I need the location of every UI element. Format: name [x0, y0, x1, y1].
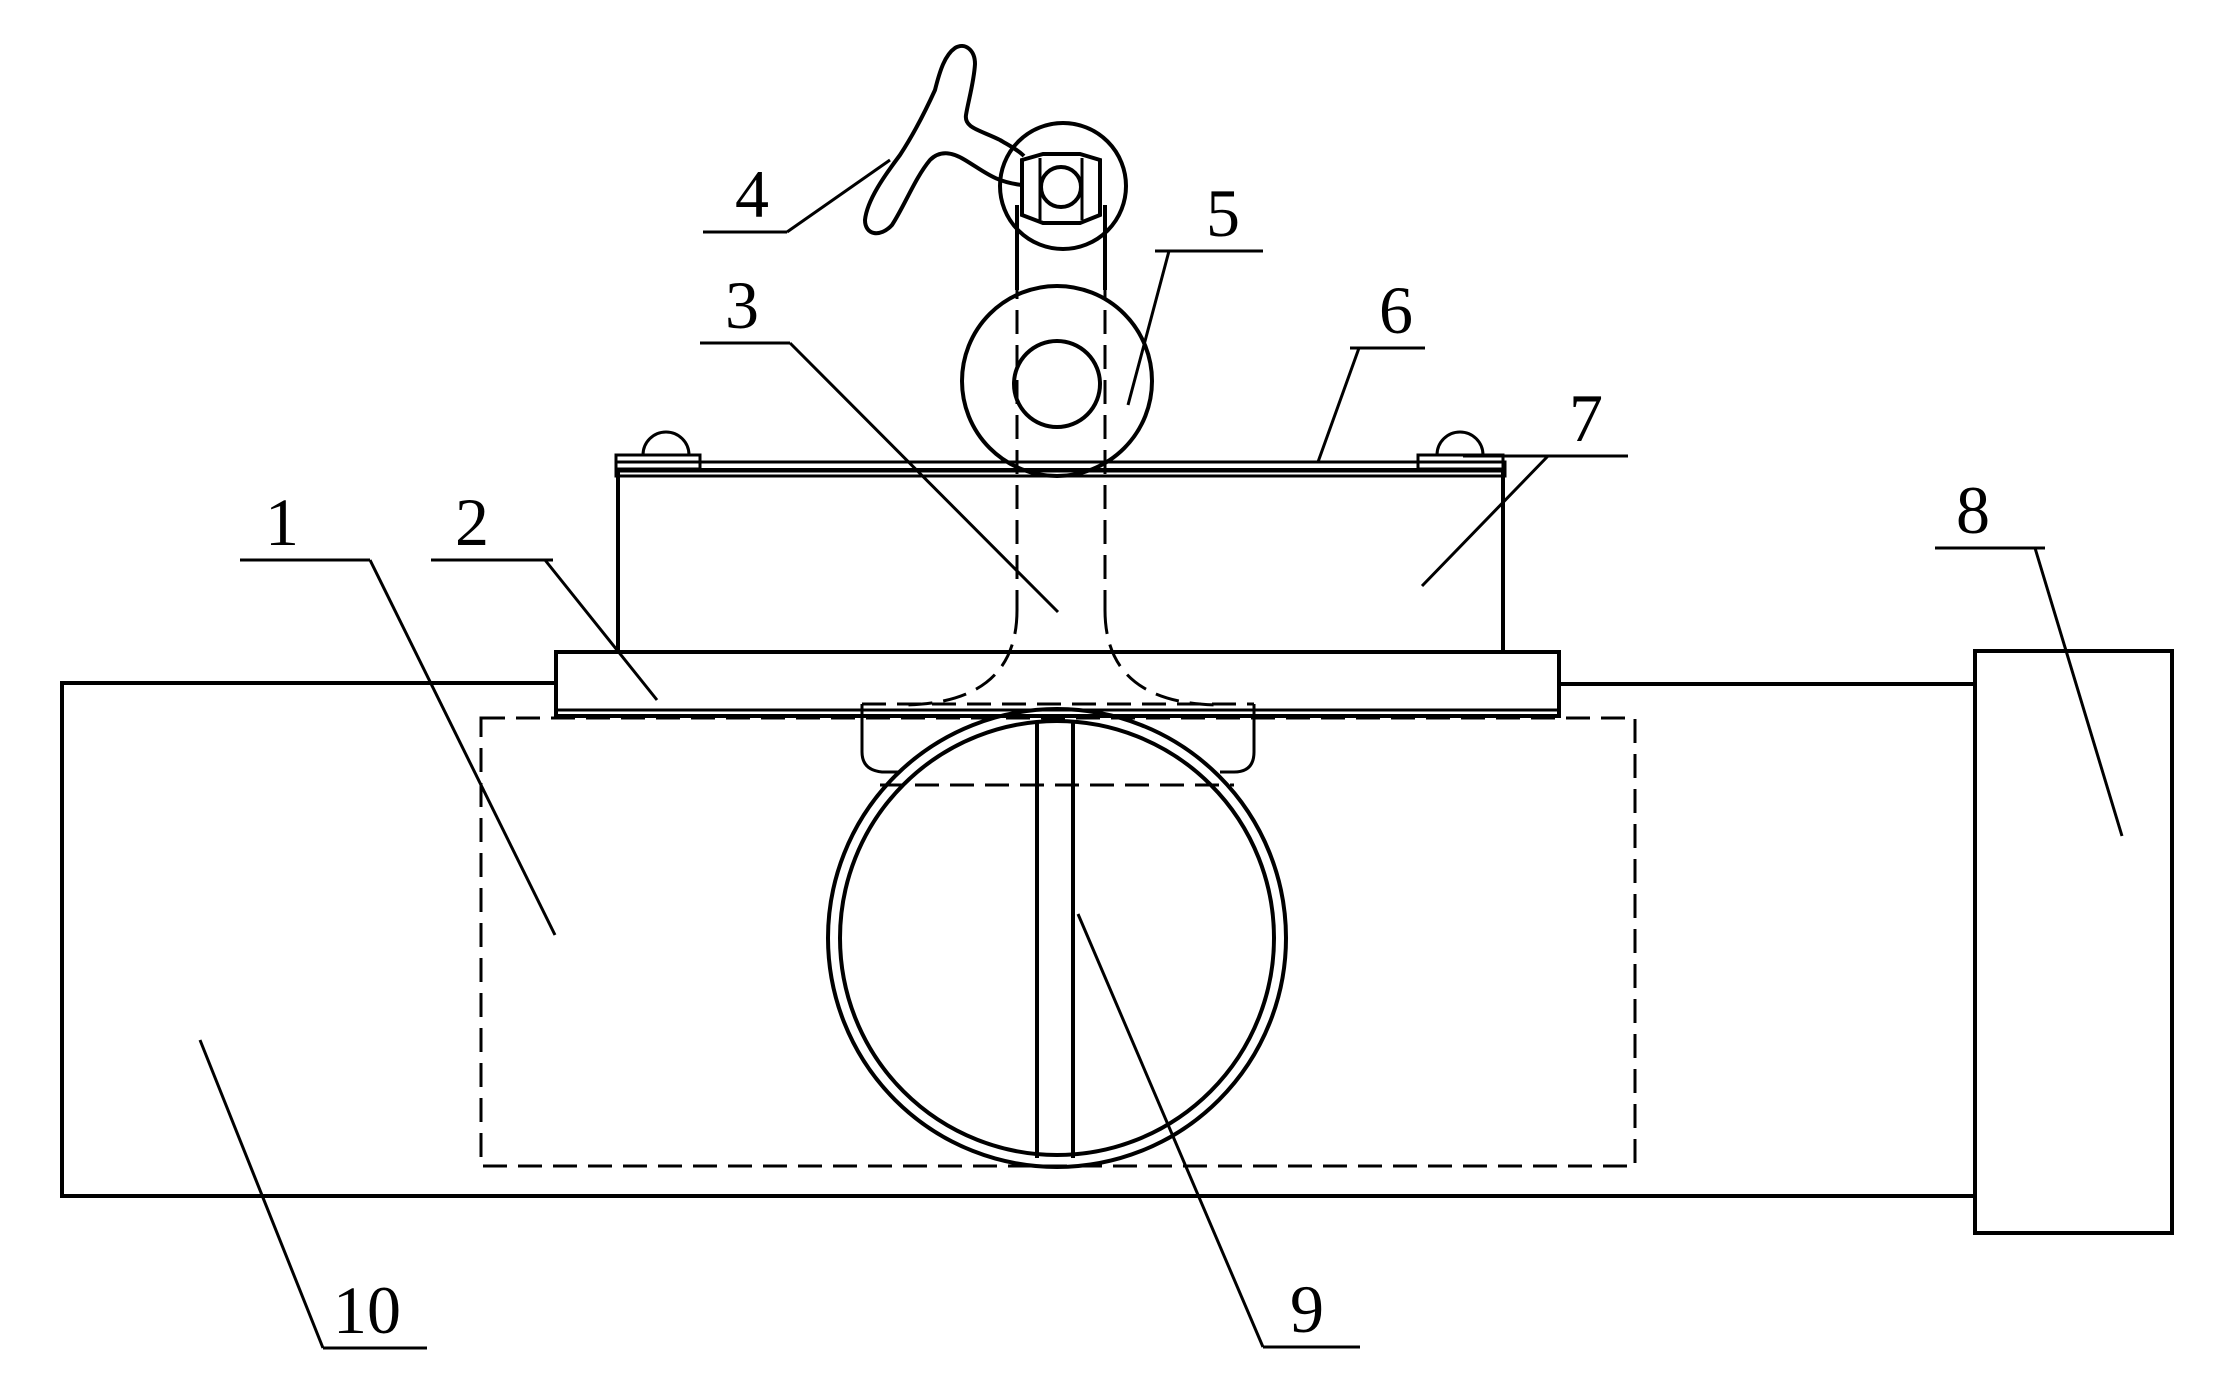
hand-wheel-disk [998, 121, 1128, 251]
gear-wheel [960, 284, 1154, 478]
label-8: 8 [1956, 472, 1990, 548]
gear-wheel-hub [1012, 339, 1102, 429]
label-4: 4 [735, 156, 769, 232]
leader-9 [1076, 913, 1265, 1348]
saddle-bracket [860, 704, 900, 774]
left-bolt-base [614, 453, 702, 471]
leader-4-diag [786, 158, 891, 234]
right-bolt-head [1435, 430, 1485, 456]
leader-1-diag [368, 559, 557, 936]
lever-handle [862, 44, 1026, 236]
pipe-body [60, 681, 1977, 1198]
actuator-housing [616, 468, 1505, 654]
nut-bore [1039, 165, 1083, 209]
end-block [1973, 649, 2174, 1235]
saddle-bracket-right [1220, 704, 1256, 774]
flange-plate [554, 650, 1561, 718]
leader-3-diag [788, 341, 1060, 614]
right-bolt-base [1416, 453, 1505, 471]
leader-6-diag [1316, 347, 1361, 463]
left-bolt-head [641, 430, 691, 456]
leader-7-diag [1420, 454, 1550, 588]
label-2: 2 [455, 484, 489, 560]
label-9: 9 [1290, 1271, 1324, 1347]
label-7: 7 [1569, 380, 1603, 456]
label-5: 5 [1206, 175, 1240, 251]
disc-outer-ring [826, 707, 1288, 1169]
label-1: 1 [265, 484, 299, 560]
leader-8-diag [2033, 547, 2124, 837]
stem-flare-right [1103, 609, 1223, 707]
label-3: 3 [725, 267, 759, 343]
label-6: 6 [1379, 272, 1413, 348]
leader-5-diag [1126, 250, 1171, 406]
leader-2-diag [543, 559, 659, 701]
stem-flare-left [899, 609, 1019, 707]
leader-10 [198, 1039, 325, 1349]
disc-inner-ring [838, 719, 1276, 1157]
label-10: 10 [333, 1272, 401, 1348]
hex-nut [1020, 152, 1102, 225]
